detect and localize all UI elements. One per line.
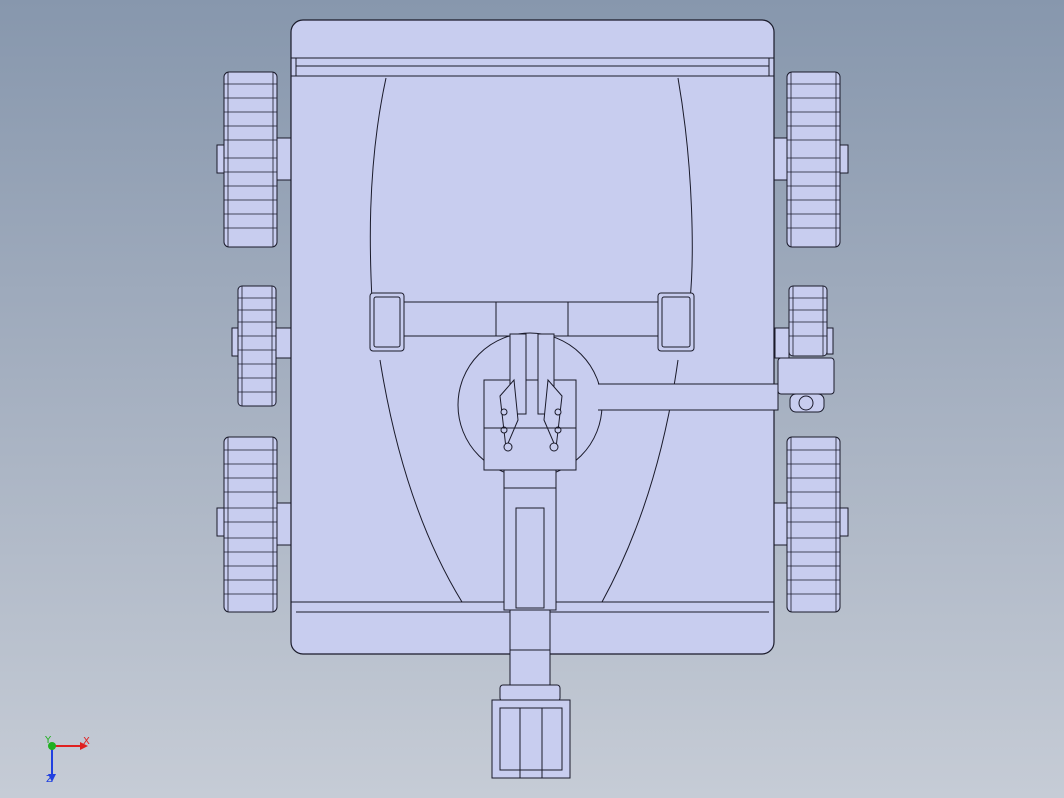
gripper-assembly[interactable] [483, 333, 577, 471]
z-axis-arrowhead [48, 774, 56, 782]
right-front-wheel[interactable] [772, 71, 849, 248]
right-middle-wheel[interactable] [774, 285, 834, 359]
cross-beam[interactable] [369, 292, 695, 352]
manipulator-arm[interactable] [491, 469, 571, 779]
x-axis-label: X [83, 736, 90, 747]
x-axis-arrowhead [80, 742, 88, 750]
left-middle-wheel[interactable] [231, 285, 292, 407]
y-axis-dot [48, 742, 56, 750]
z-axis-label: Z [46, 774, 53, 785]
left-front-wheel[interactable] [216, 71, 292, 248]
y-axis-label: Y [44, 735, 52, 746]
right-rear-wheel[interactable] [772, 436, 849, 613]
coordinate-triad: X Y Z [44, 735, 90, 785]
left-rear-wheel[interactable] [216, 436, 292, 613]
